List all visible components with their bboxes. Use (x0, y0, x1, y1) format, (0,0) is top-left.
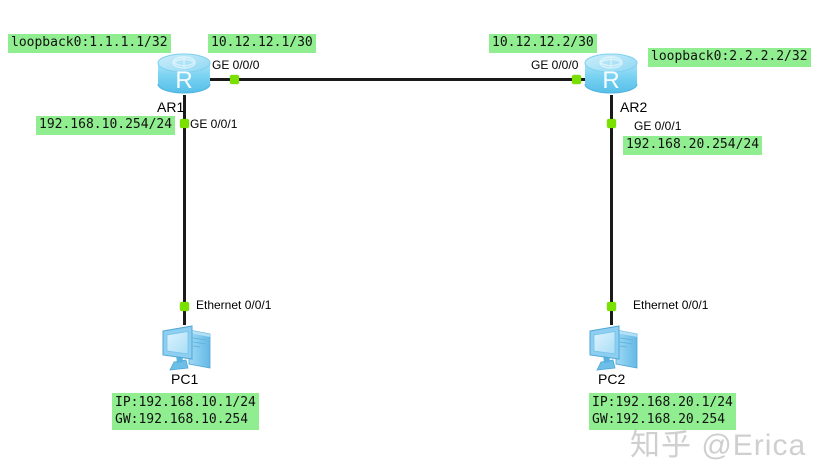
tag-ar1-lan-address: 192.168.10.254/24 (36, 116, 176, 135)
tag-ar2-wan-address: 10.12.12.2/30 (489, 34, 597, 53)
router-icon-ar1[interactable]: R (155, 51, 213, 97)
pc1-ip-line: IP:192.168.10.1/24 (115, 395, 256, 410)
svg-text:R: R (602, 67, 619, 94)
tag-ar2-loopback: loopback0:2.2.2.2/32 (648, 48, 811, 67)
link-ar1-pc1[interactable] (183, 95, 186, 325)
label-pc2-interface: Ethernet 0/0/1 (633, 298, 709, 312)
link-ar2-pc2[interactable] (610, 95, 613, 325)
label-pc2-name: PC2 (598, 371, 626, 387)
connector-dot-ar2-ge0-0-0[interactable] (572, 75, 581, 84)
pc-icon-pc2[interactable] (583, 318, 645, 376)
label-pc1-name: PC1 (171, 371, 199, 387)
tag-ar1-wan-address: 10.12.12.1/30 (208, 34, 316, 53)
pc2-ip-line: IP:192.168.20.1/24 (592, 395, 733, 410)
connector-dot-pc2-eth0-0-1[interactable] (607, 302, 616, 311)
label-ar1-name: AR1 (157, 99, 185, 115)
connector-dot-ar1-ge0-0-1[interactable] (180, 119, 189, 128)
svg-text:R: R (175, 67, 192, 94)
pc-icon-pc1[interactable] (156, 318, 218, 376)
label-pc1-interface: Ethernet 0/0/1 (196, 298, 272, 312)
router-icon-ar2[interactable]: R (582, 51, 640, 97)
tag-ar2-lan-address: 192.168.20.254/24 (623, 136, 763, 155)
connector-dot-ar1-ge0-0-0[interactable] (230, 75, 239, 84)
connector-dot-ar2-ge0-0-1[interactable] (607, 119, 616, 128)
watermark: 知乎 @Erica (630, 429, 807, 462)
label-ar2-lan-interface: GE 0/0/1 (634, 119, 682, 133)
connector-dot-pc1-eth0-0-1[interactable] (180, 302, 189, 311)
label-ar2-wan-interface: GE 0/0/0 (531, 58, 579, 72)
pc-icon (162, 325, 211, 371)
tag-ar1-loopback: loopback0:1.1.1.1/32 (8, 34, 171, 53)
label-ar2-name: AR2 (620, 99, 648, 115)
label-ar1-wan-interface: GE 0/0/0 (212, 58, 260, 72)
router-icon: R (584, 53, 638, 94)
pc2-gw-line: GW:192.168.20.254 (592, 412, 726, 427)
label-ar1-lan-interface: GE 0/0/1 (190, 117, 238, 131)
pc1-gw-line: GW:192.168.10.254 (115, 412, 249, 427)
router-icon: R (157, 53, 211, 94)
pc-icon (589, 325, 638, 371)
link-ar1-ar2[interactable] (206, 78, 604, 81)
